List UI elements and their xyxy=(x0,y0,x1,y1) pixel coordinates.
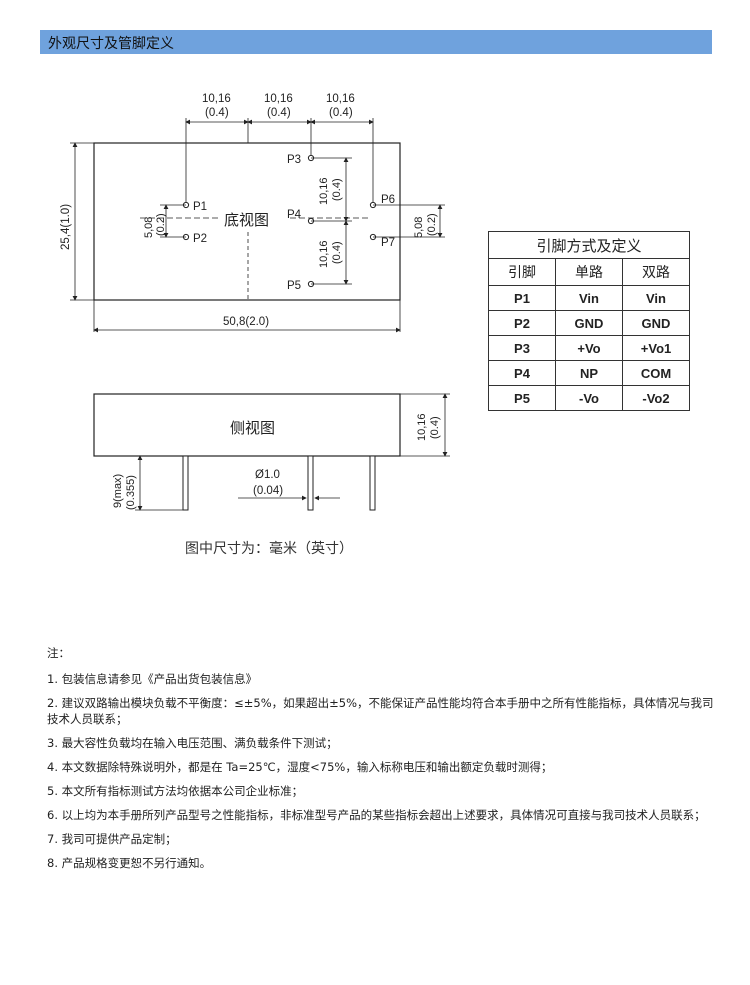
dim-top-3-in: (0.4) xyxy=(329,107,353,119)
dim-top-3: 10,16 xyxy=(326,93,355,105)
pin-label-p3: P3 xyxy=(287,154,301,166)
dim-p4p5-in: (0.4) xyxy=(331,241,343,264)
table-row: P1 Vin Vin xyxy=(488,285,690,311)
table-row: P4 NP COM xyxy=(488,360,690,386)
table-row: P5 -Vo -Vo2 xyxy=(488,385,690,411)
dim-side-height-in: (0.4) xyxy=(429,416,441,439)
dim-height: 25,4(1.0) xyxy=(60,204,72,250)
note-item: 3. 最大容性负载均在输入电压范围、满负载条件下测试； xyxy=(47,736,338,750)
pin-table-header: 引脚 xyxy=(488,258,556,286)
side-pin-2 xyxy=(307,455,314,511)
dim-top-2-in: (0.4) xyxy=(267,107,291,119)
notes-section: 注： 1. 包装信息请参见《产品出货包装信息》 2. 建议双路输出模块负载不平衡… xyxy=(47,645,717,879)
dim-p4p5: 10,16 xyxy=(318,240,330,268)
pin-label-p1: P1 xyxy=(193,201,207,213)
table-cell: P1 xyxy=(488,285,556,311)
dim-top-1-in: (0.4) xyxy=(205,107,229,119)
dim-pin-length: 9(max) xyxy=(112,474,124,508)
table-cell: P2 xyxy=(488,310,556,336)
table-cell: GND xyxy=(622,310,690,336)
pin-table-caption: 引脚方式及定义 xyxy=(488,231,690,259)
note-item: 5. 本文所有指标测试方法均依据本公司企业标准； xyxy=(47,784,304,798)
note-item: 2. 建议双路输出模块负载不平衡度：≤±5%，如果超出±5%，不能保证产品性能均… xyxy=(47,696,714,726)
dim-p6p7-in: (0.2) xyxy=(426,213,438,236)
note-item: 7. 我司可提供产品定制； xyxy=(47,832,177,846)
pin-label-p7: P7 xyxy=(381,237,395,249)
section-title: 外观尺寸及管脚定义 xyxy=(48,36,174,52)
pin-label-p5: P5 xyxy=(287,280,301,292)
pin-table-header: 双路 xyxy=(622,258,690,286)
dim-p3p4-in: (0.4) xyxy=(331,178,343,201)
side-view-label: 侧视图 xyxy=(230,420,275,437)
pin-label-p6: P6 xyxy=(381,194,395,206)
dim-pin-diameter: Ø1.0 xyxy=(255,469,280,481)
bottom-view-label: 底视图 xyxy=(224,212,269,229)
dim-top-2: 10,16 xyxy=(264,93,293,105)
dim-pin-length-in: (0.355) xyxy=(125,475,137,510)
pin-label-p2: P2 xyxy=(193,233,207,245)
pin-table-header: 单路 xyxy=(555,258,623,286)
table-cell: Vin xyxy=(622,285,690,311)
side-view-body xyxy=(93,393,401,457)
table-cell: P4 xyxy=(488,360,556,386)
table-cell: P3 xyxy=(488,335,556,361)
side-pin-3 xyxy=(369,455,376,511)
section-header: 外观尺寸及管脚定义 xyxy=(40,30,712,54)
dim-p1p2: 5,08 xyxy=(143,217,155,238)
table-cell: P5 xyxy=(488,385,556,411)
note-item: 4. 本文数据除特殊说明外，都是在 Ta=25℃，湿度<75%，输入标称电压和输… xyxy=(47,760,553,774)
dim-p6p7: 5,08 xyxy=(413,217,425,238)
dim-p1p2-in: (0.2) xyxy=(155,213,167,236)
notes-title: 注： xyxy=(47,646,70,660)
note-item: 8. 产品规格变更恕不另行通知。 xyxy=(47,856,212,870)
table-cell: GND xyxy=(555,310,623,336)
table-cell: NP xyxy=(555,360,623,386)
pin-label-p4: P4 xyxy=(287,209,302,221)
table-row: P3 +Vo +Vo1 xyxy=(488,335,690,361)
dim-top-1: 10,16 xyxy=(202,93,231,105)
note-item: 6. 以上均为本手册所列产品型号之性能指标，非标准型号产品的某些指标会超出上述要… xyxy=(47,808,706,822)
side-pin-1 xyxy=(182,455,189,511)
table-cell: +Vo1 xyxy=(622,335,690,361)
table-cell: -Vo2 xyxy=(622,385,690,411)
units-note: 图中尺寸为：毫米（英寸） xyxy=(185,541,353,557)
pin-table-header-row: 引脚 单路 双路 xyxy=(488,258,690,286)
bottom-view-body xyxy=(93,142,401,301)
table-cell: +Vo xyxy=(555,335,623,361)
dim-side-height: 10,16 xyxy=(416,413,428,441)
dim-width: 50,8(2.0) xyxy=(223,316,269,328)
dim-pin-diameter-in: (0.04) xyxy=(253,485,283,497)
table-cell: -Vo xyxy=(555,385,623,411)
table-cell: COM xyxy=(622,360,690,386)
dim-p3p4: 10,16 xyxy=(318,177,330,205)
pin-definition-table: 引脚方式及定义 引脚 单路 双路 P1 Vin Vin P2 GND GND P… xyxy=(488,231,690,411)
note-item: 1. 包装信息请参见《产品出货包装信息》 xyxy=(47,672,258,686)
table-row: P2 GND GND xyxy=(488,310,690,336)
dimension-drawing: 底视图 10,16 (0.4) 10,16 (0.4) 10,16 (0.4) … xyxy=(60,93,450,511)
table-cell: Vin xyxy=(555,285,623,311)
